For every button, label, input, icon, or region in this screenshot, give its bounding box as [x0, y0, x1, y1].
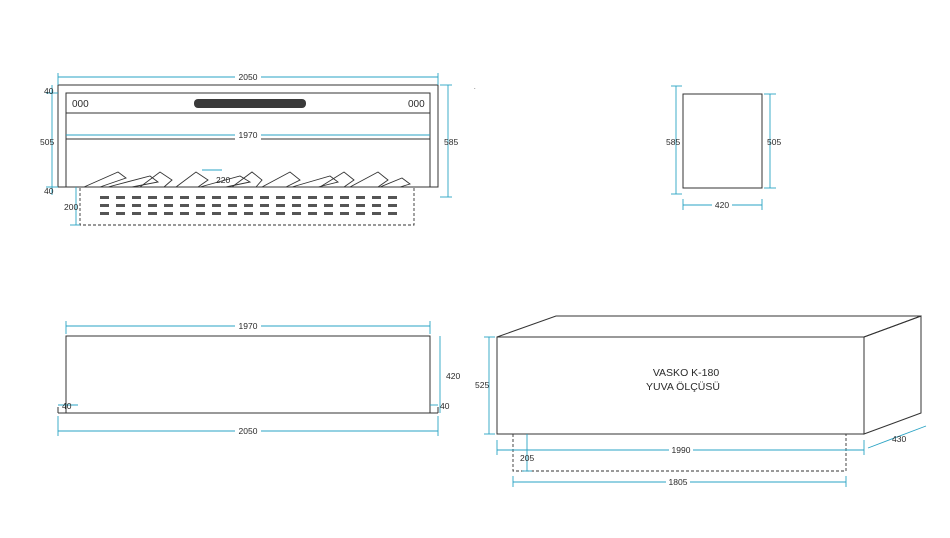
vent-slot [228, 212, 237, 215]
right-badge: 000 [408, 99, 425, 110]
dim-niche-height: 525 [475, 380, 489, 390]
dim-overall-height: 585 [444, 137, 458, 147]
vent-slot [308, 212, 317, 215]
vent-slot [100, 204, 109, 207]
vent-slot [324, 204, 333, 207]
vent-slot [356, 196, 365, 199]
dim-side-inner-height: 505 [767, 137, 781, 147]
vent-slot [148, 196, 157, 199]
front-base-outline [79, 186, 415, 226]
dim-left-edge: 40 [62, 401, 72, 411]
vent-slot [180, 204, 189, 207]
vent-slot [292, 212, 301, 215]
dim-inner-width: 1970 [239, 130, 258, 140]
vent-slot [372, 212, 381, 215]
vent-slot [340, 212, 349, 215]
vent-slot [356, 212, 365, 215]
vent-slot [132, 196, 141, 199]
dim-top-frame: 40 [44, 86, 54, 96]
vent-slot [212, 196, 221, 199]
vent-slot [276, 196, 285, 199]
vent-slots [100, 196, 397, 215]
vent-slot [388, 212, 397, 215]
side-view: 585 505 420 [666, 85, 781, 210]
vent-slot [148, 204, 157, 207]
vent-slot [116, 196, 125, 199]
vent-slot [164, 212, 173, 215]
dim-niche-depth: 430 [892, 434, 906, 444]
top-view: 1970 2050 420 40 40 [57, 321, 460, 436]
dim-recess-width: 1805 [669, 477, 688, 487]
vent-slot [164, 204, 173, 207]
vent-slot [196, 212, 205, 215]
vent-slot [212, 212, 221, 215]
vent-slot [244, 196, 253, 199]
vent-slot [388, 196, 397, 199]
vent-slot [244, 204, 253, 207]
niche-top-face [496, 315, 922, 338]
dim-side-outer-height: 585 [666, 137, 680, 147]
vent-slot [260, 212, 269, 215]
vent-slot [116, 204, 125, 207]
left-badge: 000 [72, 99, 89, 110]
vent-slot [372, 196, 381, 199]
vent-slot [164, 196, 173, 199]
vent-slot [116, 212, 125, 215]
vent-slot [212, 204, 221, 207]
side-body [682, 93, 763, 189]
dim-top-overall-width: 2050 [239, 426, 258, 436]
dim-right-edge: 40 [440, 401, 450, 411]
vent-slot [132, 204, 141, 207]
front-view: 000 000 2050 1970 585 [40, 72, 458, 226]
vent-slot [148, 212, 157, 215]
niche-title-line2: YUVA ÖLÇÜSÜ [646, 381, 720, 393]
dim-line-niche-depth [867, 425, 927, 449]
vent-slot [308, 204, 317, 207]
heater-grille [194, 99, 306, 108]
vent-slot [196, 204, 205, 207]
vent-slot [276, 204, 285, 207]
vent-slot [308, 196, 317, 199]
dim-bottom-frame: 40 [44, 186, 54, 196]
dim-overall-width: 2050 [239, 72, 258, 82]
log-set [83, 171, 411, 188]
vent-slot [228, 204, 237, 207]
vent-slot [100, 212, 109, 215]
vent-slot [340, 204, 349, 207]
top-body [65, 335, 431, 414]
vent-slot [324, 196, 333, 199]
vent-slot [260, 204, 269, 207]
vent-slot [260, 196, 269, 199]
vent-slot [372, 204, 381, 207]
dim-top-depth: 420 [446, 371, 460, 381]
vent-slot [292, 196, 301, 199]
niche-view: VASKO K-180 YUVA ÖLÇÜSÜ 525 1990 205 180… [475, 315, 927, 487]
vent-slot [324, 212, 333, 215]
dim-top-inner-width: 1970 [239, 321, 258, 331]
vent-slot [340, 196, 349, 199]
dim-niche-width: 1990 [672, 445, 691, 455]
vent-slot [100, 196, 109, 199]
vent-slot [356, 204, 365, 207]
dim-inner-height: 505 [40, 137, 54, 147]
vent-slot [276, 212, 285, 215]
vent-slot [180, 212, 189, 215]
dim-side-depth: 420 [715, 200, 729, 210]
niche-front-face [496, 336, 865, 435]
vent-slot [228, 196, 237, 199]
vent-slot [132, 212, 141, 215]
vent-slot [180, 196, 189, 199]
dim-recess-height: 205 [520, 453, 534, 463]
niche-title-line1: VASKO K-180 [653, 367, 719, 379]
dim-base-height: 200 [64, 202, 78, 212]
stray-mark: . [474, 85, 476, 91]
vent-slot [292, 204, 301, 207]
vent-slot [388, 204, 397, 207]
dim-log-height: 220 [216, 175, 230, 185]
niche-side-face [863, 315, 922, 435]
vent-slot [244, 212, 253, 215]
vent-slot [196, 196, 205, 199]
